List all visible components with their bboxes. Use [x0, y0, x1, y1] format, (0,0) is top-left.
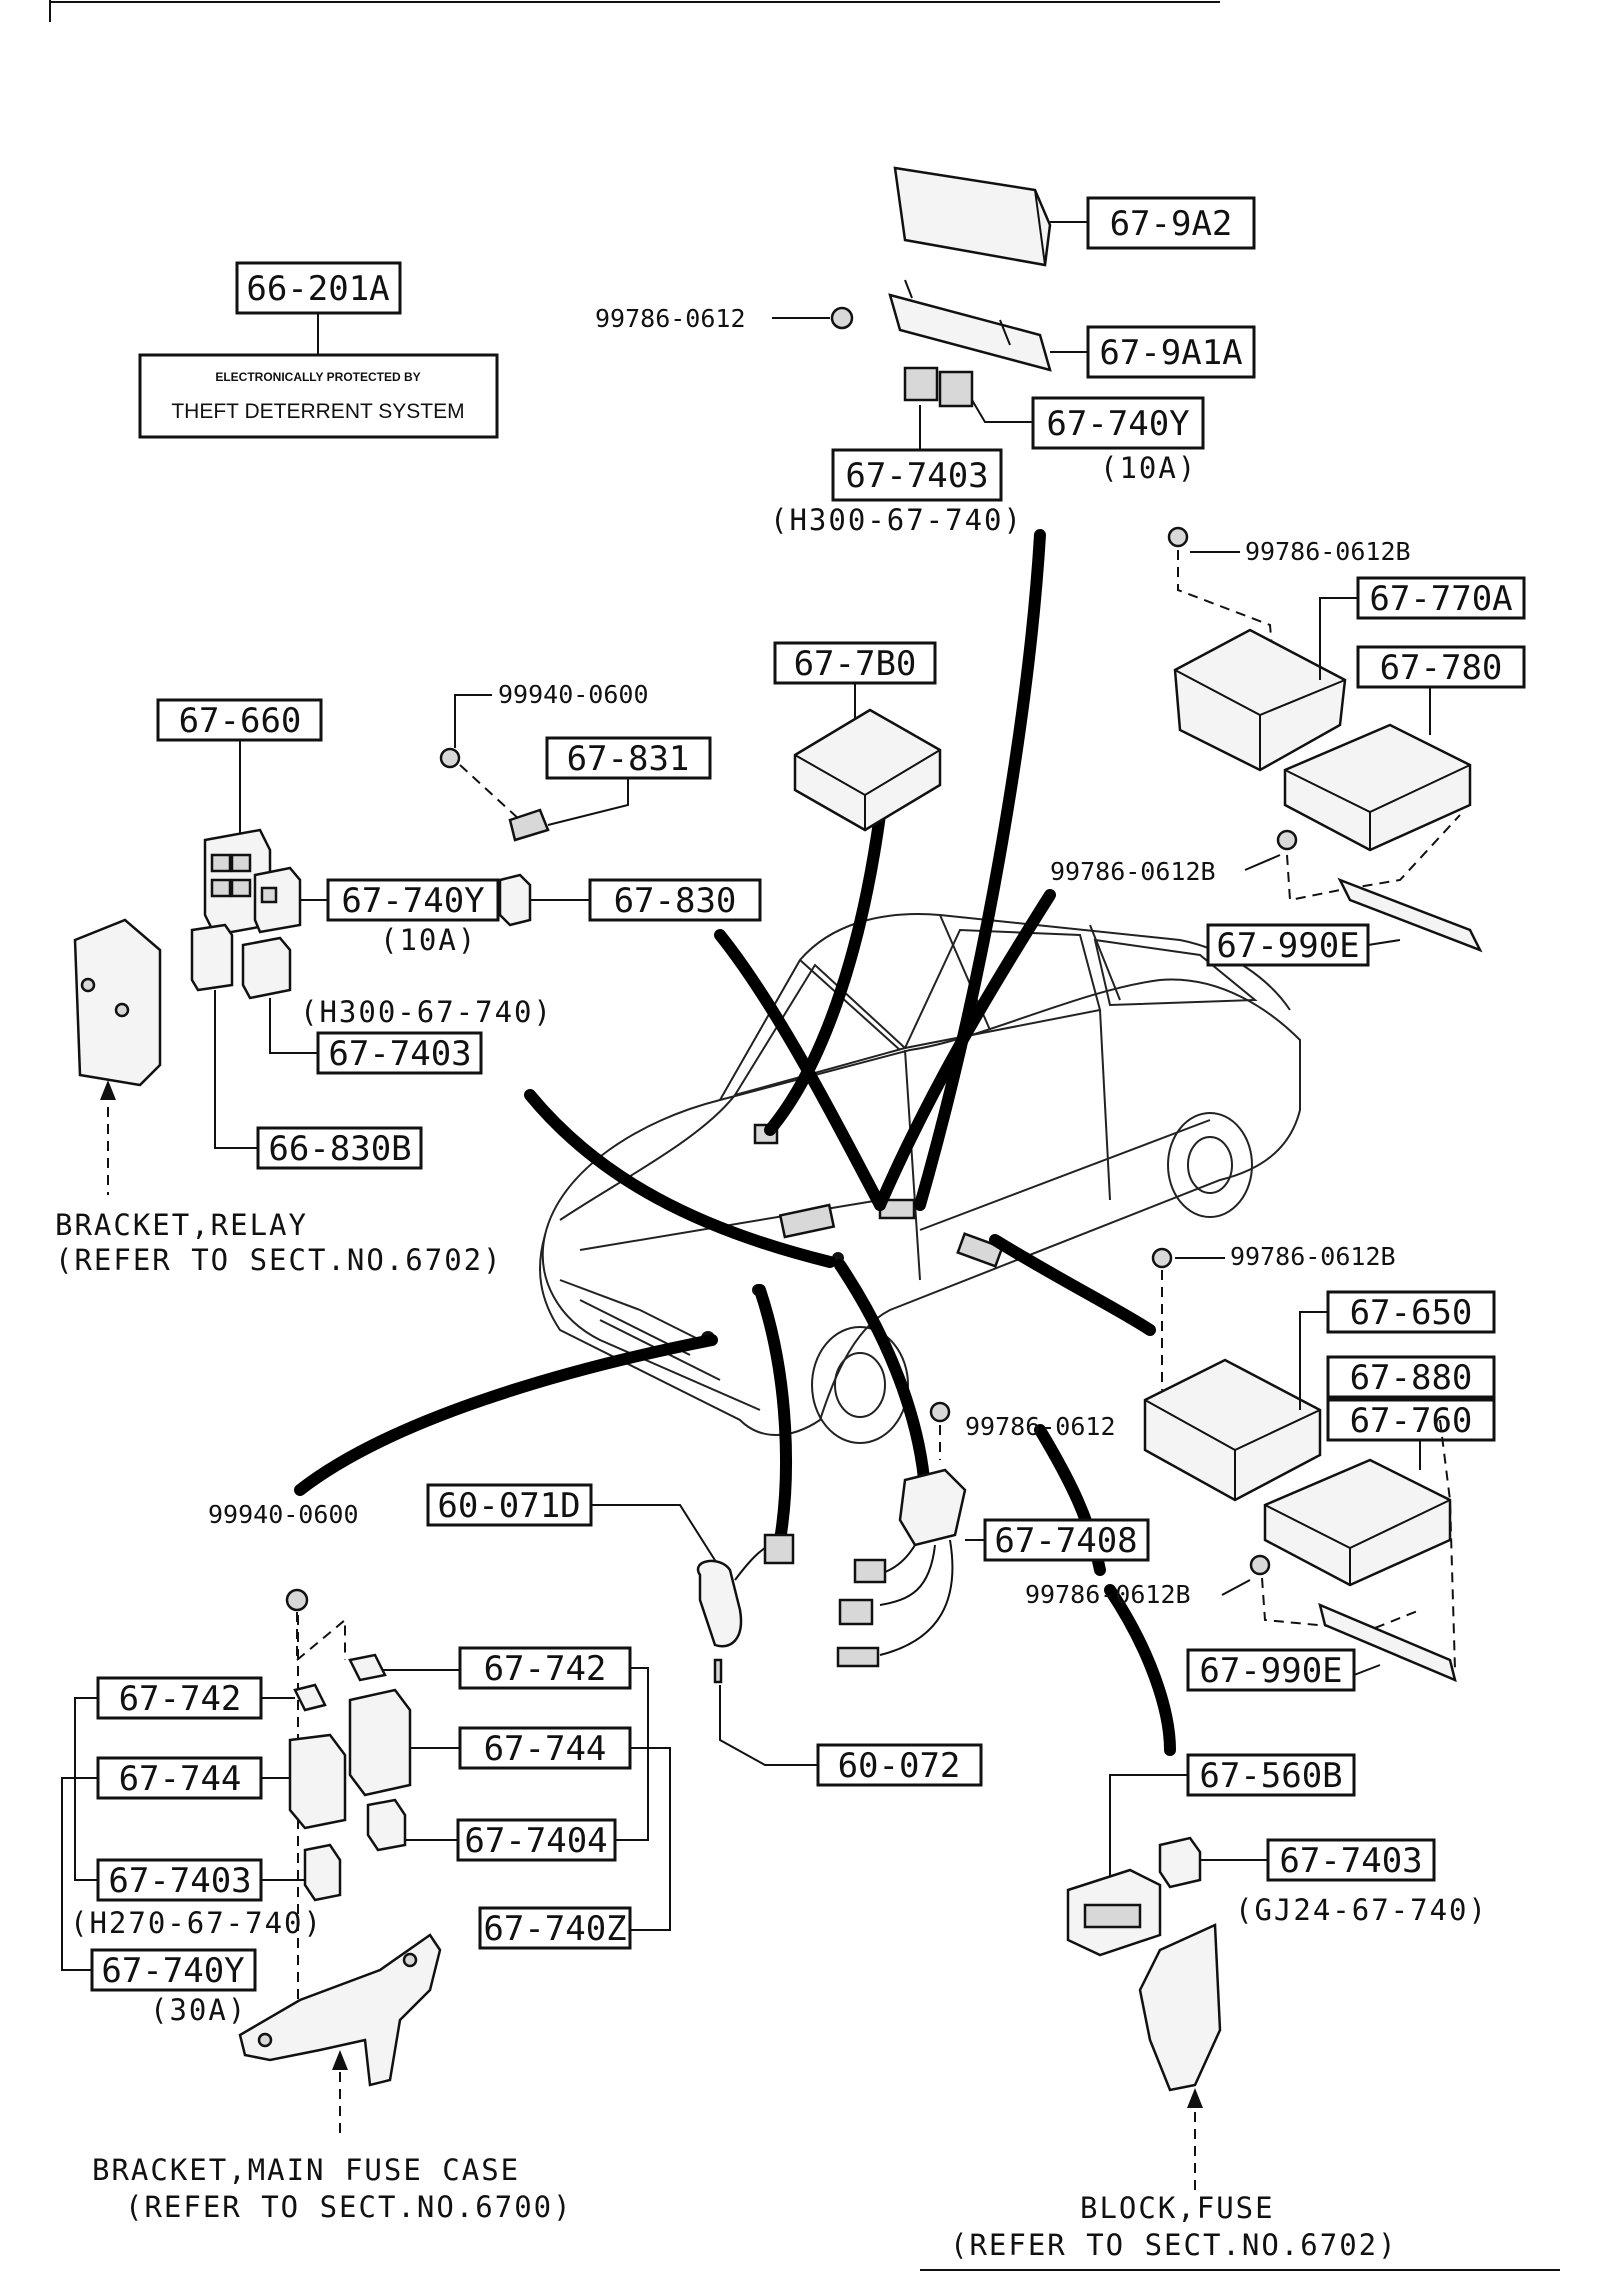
- clip: [293, 1683, 327, 1712]
- relay: [498, 873, 532, 927]
- relay-bracket-left: [73, 918, 162, 1087]
- part-number: 67-7408: [994, 1521, 1137, 1561]
- module-unit: [793, 708, 942, 832]
- part-number: 67-7404: [464, 1821, 607, 1861]
- clip: [348, 1653, 387, 1682]
- relay: [366, 1798, 407, 1852]
- part-number: 67-830: [614, 881, 737, 921]
- part-number: 67-9A1A: [1099, 333, 1242, 373]
- part-number: 67-742: [484, 1649, 607, 1689]
- part-number: 67-9A2: [1110, 204, 1233, 244]
- label-line-2: THEFT DETERRENT SYSTEM: [171, 400, 464, 423]
- switch: [696, 1559, 743, 1648]
- part-number: 67-7403: [845, 456, 988, 496]
- block-fuse-ref: (REFER TO SECT.NO.6702): [950, 2228, 1398, 2262]
- bolt-icon: [830, 306, 854, 330]
- fuse-block-cover: [1138, 1923, 1222, 2092]
- bolt-icon: [1167, 526, 1189, 548]
- block-fuse-title: BLOCK,FUSE: [1080, 2191, 1275, 2225]
- part-number: 60-072: [838, 1746, 961, 1786]
- bolt-number: 99786-0612B: [1050, 857, 1216, 886]
- bolt-number: 99786-0612B: [1245, 537, 1411, 566]
- part-number: 66-201A: [246, 269, 389, 309]
- bolt-icon: [1249, 1554, 1271, 1576]
- bracket-main-title: BRACKET,MAIN FUSE CASE: [92, 2153, 520, 2187]
- relay: [303, 1843, 342, 1902]
- relay-bracket: [888, 293, 1052, 372]
- relay: [253, 866, 302, 934]
- relay-block: [190, 923, 234, 992]
- bolt-number: 99786-0612B: [1230, 1242, 1396, 1271]
- amp-rating: (10A): [1100, 451, 1197, 485]
- car-illustration: [539, 913, 1301, 1444]
- bolt-icon: [1276, 829, 1298, 851]
- relay: [1158, 1836, 1202, 1889]
- label-line-1: ELECTRONICALLY PROTECTED BY: [215, 370, 420, 384]
- reference-note: (H270-67-740): [70, 1906, 323, 1940]
- part-number: 67-740Z: [483, 1909, 626, 1949]
- mounting-bracket: [1337, 877, 1483, 953]
- bolt-number: 99940-0600: [498, 680, 649, 709]
- main-fuse-bracket: [238, 1933, 442, 2087]
- bolt-icon: [1151, 1247, 1173, 1269]
- relay: [288, 1733, 347, 1830]
- control-module: [1263, 1458, 1452, 1587]
- relay: [903, 366, 939, 402]
- part-number: 67-7403: [1279, 1841, 1422, 1881]
- bolt-icon: [929, 1401, 951, 1423]
- part-number: 67-744: [484, 1729, 607, 1769]
- relay-harness: [898, 1468, 967, 1547]
- part-number: 67-880: [1350, 1358, 1473, 1398]
- reference-note: (GJ24-67-740): [1235, 1893, 1488, 1927]
- part-number: 67-780: [1380, 648, 1503, 688]
- part-number: 67-990E: [1199, 1651, 1342, 1691]
- bolt-number: 99786-0612B: [1025, 1580, 1191, 1609]
- part-number: 67-760: [1350, 1401, 1473, 1441]
- part-number: 67-7B0: [794, 644, 917, 684]
- theft-deterrent-label: [138, 353, 499, 439]
- bracket-relay-ref: (REFER TO SECT.NO.6702): [55, 1243, 503, 1277]
- reference-note: (H300-67-740): [770, 503, 1023, 537]
- relay: [241, 936, 292, 1000]
- sensor: [508, 808, 550, 842]
- control-module: [1173, 628, 1347, 772]
- relay: [938, 370, 974, 408]
- relay: [348, 1688, 412, 1797]
- nut-icon: [285, 1588, 309, 1612]
- bolt-number: 99786-0612: [965, 1412, 1116, 1441]
- connector-lines: [294, 529, 1176, 1756]
- bracket-relay-title: BRACKET,RELAY: [55, 1208, 308, 1242]
- part-number: 67-742: [119, 1679, 242, 1719]
- relay-cover: [893, 166, 1052, 267]
- part-number: 60-071D: [437, 1486, 580, 1526]
- amp-rating: (10A): [380, 923, 477, 957]
- amp-rating: (30A): [150, 1993, 247, 2027]
- part-number: 67-7403: [328, 1034, 471, 1074]
- control-module: [1283, 723, 1472, 852]
- control-module: [1143, 1358, 1322, 1502]
- part-number: 67-831: [567, 739, 690, 779]
- part-number: 67-740Y: [101, 1951, 244, 1991]
- part-number: 67-650: [1350, 1293, 1473, 1333]
- part-number: 67-660: [179, 701, 302, 741]
- part-number: 67-990E: [1216, 926, 1359, 966]
- reference-note: (H300-67-740): [300, 995, 553, 1029]
- part-number: 67-740Y: [1046, 404, 1189, 444]
- mounting-bracket: [1318, 1602, 1457, 1683]
- bolt-number: 99786-0612: [595, 304, 746, 333]
- part-number: 67-740Y: [341, 881, 484, 921]
- bolt-icon: [439, 747, 461, 769]
- part-number: 67-560B: [1199, 1756, 1342, 1796]
- part-number: 67-7403: [108, 1861, 251, 1901]
- part-number: 66-830B: [268, 1129, 411, 1169]
- bolt-number: 99940-0600: [208, 1500, 359, 1529]
- bracket-main-ref: (REFER TO SECT.NO.6700): [125, 2190, 573, 2224]
- part-number: 67-744: [119, 1759, 242, 1799]
- part-number: 67-770A: [1369, 579, 1512, 619]
